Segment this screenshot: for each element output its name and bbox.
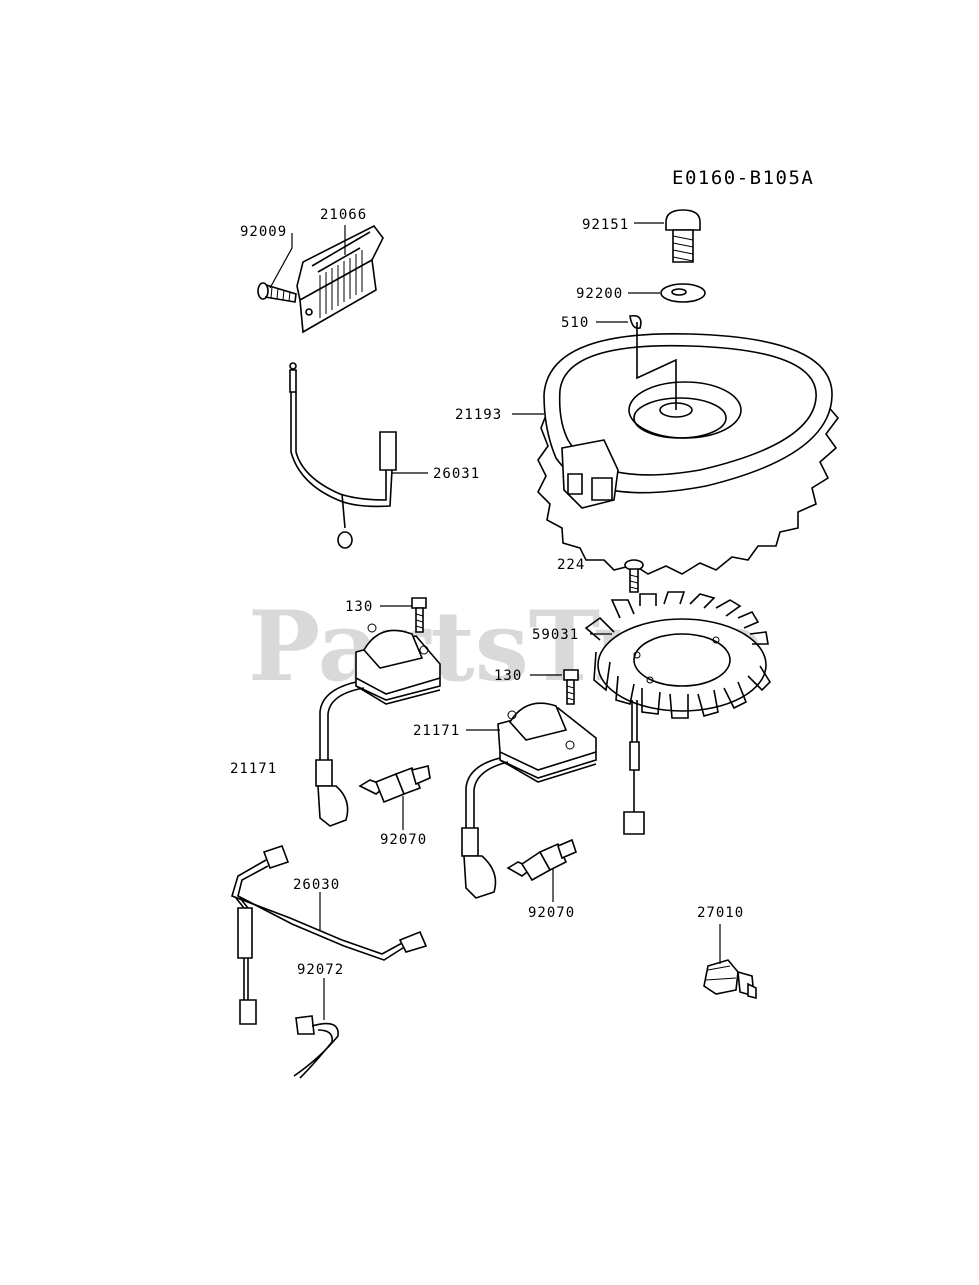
wire-26031[interactable] (289, 362, 397, 549)
diagram-code: E0160-B105A (672, 167, 814, 189)
ignition-coil-21171-right[interactable] (461, 702, 597, 899)
label-92200: 92200 (576, 286, 623, 302)
spark-plug-92070-left[interactable] (358, 765, 431, 804)
wire-harness-26030[interactable] (231, 844, 428, 1025)
spark-plug-92070-right[interactable] (506, 838, 577, 882)
part-labels: 92009 21066 92151 92200 510 21193 26031 … (230, 207, 744, 978)
key-510[interactable] (629, 314, 642, 330)
label-21193: 21193 (455, 407, 502, 423)
washer-92200[interactable] (660, 283, 706, 303)
leader-lines (269, 222, 721, 1020)
label-510: 510 (561, 315, 589, 331)
switch-27010[interactable] (703, 959, 757, 1000)
label-26030: 26030 (293, 877, 340, 893)
label-26031: 26031 (433, 466, 480, 482)
bolt-130-right[interactable] (563, 669, 579, 705)
label-92072: 92072 (297, 962, 344, 978)
label-59031: 59031 (532, 627, 579, 643)
label-92070-right: 92070 (528, 905, 575, 921)
label-92009: 92009 (240, 224, 287, 240)
flywheel-21193[interactable] (537, 322, 840, 575)
label-92151: 92151 (582, 217, 629, 233)
label-21066: 21066 (320, 207, 367, 223)
ignition-coil-21171-left[interactable] (315, 623, 441, 827)
clamp-92072[interactable] (293, 1015, 339, 1079)
label-130-right: 130 (494, 668, 522, 684)
bolt-92151[interactable] (665, 209, 701, 263)
regulator-21066[interactable] (296, 224, 384, 334)
screw-224[interactable] (624, 559, 644, 593)
label-21171-left: 21171 (230, 761, 277, 777)
label-224: 224 (557, 557, 585, 573)
label-21171-right: 21171 (413, 723, 460, 739)
screw-92009[interactable] (257, 282, 297, 303)
label-27010: 27010 (697, 905, 744, 921)
stator-59031[interactable] (584, 591, 772, 835)
label-92070-left: 92070 (380, 832, 427, 848)
bolt-130-left[interactable] (411, 597, 427, 633)
label-130-left: 130 (345, 599, 373, 615)
